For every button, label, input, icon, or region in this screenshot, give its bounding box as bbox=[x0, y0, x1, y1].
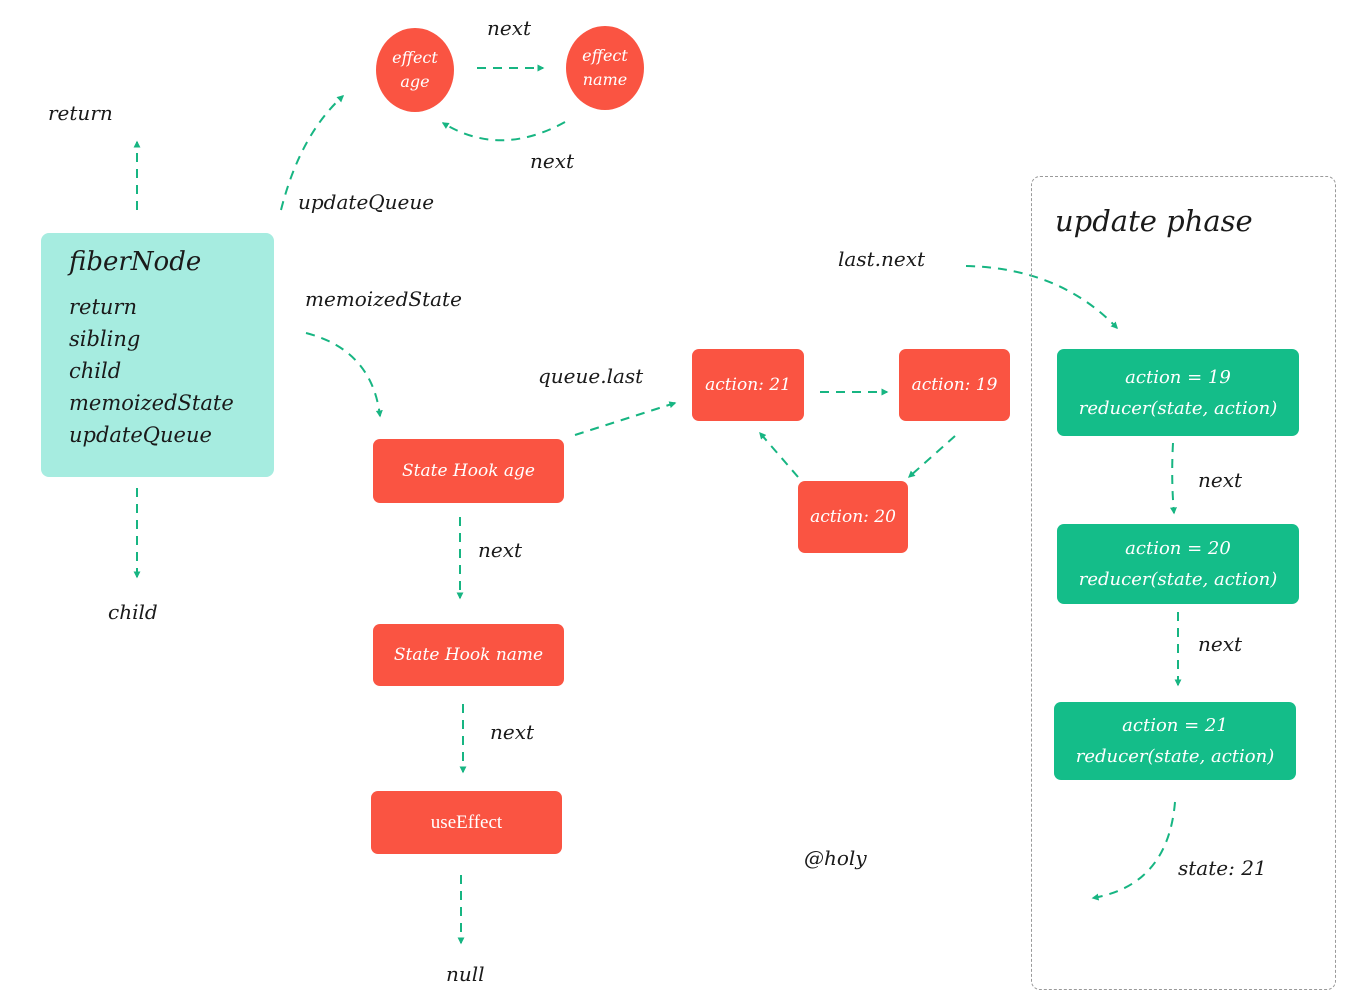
arrow-update-queue-to-effects bbox=[280, 95, 345, 211]
arrow-memoized-state-to-hook bbox=[305, 332, 383, 418]
arrow-update-step3-to-state bbox=[1091, 801, 1176, 901]
update-step-2: action = 20 reducer(state, action) bbox=[1057, 524, 1299, 604]
effect-age-node: effect age bbox=[376, 28, 454, 112]
effect-next-back-label: next bbox=[530, 149, 575, 173]
update-step-2-action: action = 20 bbox=[1125, 538, 1231, 559]
state-result-label: state: 21 bbox=[1178, 856, 1267, 880]
fiber-node-field: return bbox=[69, 295, 137, 319]
arrow-action19-to-action20 bbox=[907, 435, 956, 478]
last-next-label: last.next bbox=[838, 247, 926, 271]
update-phase-group bbox=[1031, 176, 1336, 990]
queue-last-label: queue.last bbox=[538, 364, 644, 388]
update-step-1: action = 19 reducer(state, action) bbox=[1057, 349, 1299, 436]
arrow-action20-to-action21 bbox=[759, 431, 799, 478]
update-queue-label: updateQueue bbox=[298, 190, 435, 214]
watermark: @holy bbox=[804, 846, 867, 870]
return-label: return bbox=[48, 101, 113, 125]
effect-next-label: next bbox=[487, 16, 532, 40]
update-step-1-action: action = 19 bbox=[1125, 366, 1231, 388]
arrow-update-step1-to-step2 bbox=[1170, 442, 1177, 515]
null-label: null bbox=[446, 962, 485, 986]
arrow-hook-to-queue-last bbox=[574, 401, 677, 436]
effect-name-line1: effect bbox=[582, 46, 628, 65]
fiber-node-field: updateQueue bbox=[69, 423, 212, 447]
update-step-2-reducer: reducer(state, action) bbox=[1078, 569, 1278, 590]
update-step-3-reducer: reducer(state, action) bbox=[1075, 746, 1275, 767]
hook-next-label-1: next bbox=[478, 538, 523, 562]
effect-age-line1: effect bbox=[392, 48, 438, 67]
use-effect-hook: useEffect bbox=[371, 791, 562, 854]
state-hook-age: State Hook age bbox=[373, 439, 564, 503]
state-hook-name: State Hook name bbox=[373, 624, 564, 686]
effect-name-node: effect name bbox=[566, 26, 644, 110]
fiber-node-field: sibling bbox=[69, 327, 141, 351]
effect-age-line2: age bbox=[400, 72, 430, 91]
memoized-state-label: memoizedState bbox=[305, 287, 462, 311]
update-next-label-1: next bbox=[1198, 468, 1243, 492]
fiber-node-title: fiberNode bbox=[69, 247, 202, 277]
update-phase-title: update phase bbox=[1055, 204, 1253, 238]
arrow-last-next-to-update-phase bbox=[965, 265, 1118, 330]
child-label: child bbox=[108, 600, 158, 624]
fiber-node: fiberNode return sibling child memoizedS… bbox=[41, 233, 274, 477]
fiber-node-field: memoizedState bbox=[69, 391, 234, 415]
update-step-1-reducer: reducer(state, action) bbox=[1078, 397, 1278, 419]
update-step-3: action = 21 reducer(state, action) bbox=[1054, 702, 1296, 780]
update-step-3-action: action = 21 bbox=[1122, 715, 1228, 736]
fiber-node-field: child bbox=[69, 359, 122, 383]
action-20-node: action: 20 bbox=[798, 481, 908, 553]
arrow-effect-name-back-to-effect-age bbox=[441, 121, 566, 142]
action-21-node: action: 21 bbox=[692, 349, 804, 421]
action-19-node: action: 19 bbox=[899, 349, 1010, 421]
hook-next-label-2: next bbox=[490, 720, 535, 744]
effect-name-line2: name bbox=[582, 70, 628, 89]
update-next-label-2: next bbox=[1198, 632, 1243, 656]
